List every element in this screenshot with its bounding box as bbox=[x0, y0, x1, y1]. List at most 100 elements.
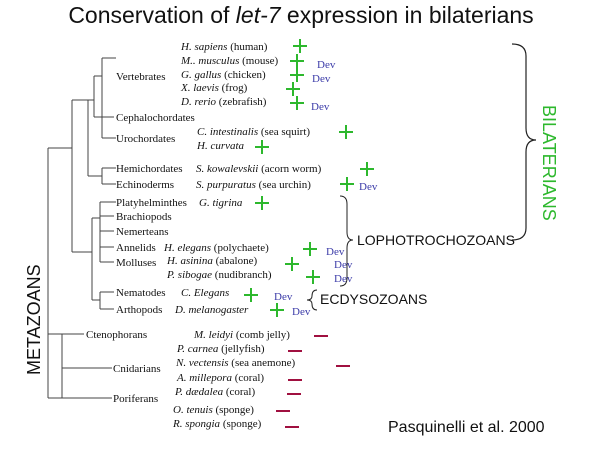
species-name: H. elegans bbox=[163, 242, 211, 254]
expression-present-spur bbox=[340, 177, 354, 191]
species-common-name: (coral) bbox=[232, 372, 264, 384]
species-label-amil: A. millepora (coral) bbox=[176, 372, 264, 384]
expression-present-dmel bbox=[270, 303, 284, 317]
group-nemerteans: Nemerteans bbox=[116, 226, 169, 238]
dev-label-psib: Dev bbox=[334, 273, 353, 285]
species-common-name: (jellyfish) bbox=[218, 343, 264, 355]
species-name: P. carnea bbox=[176, 343, 219, 355]
species-name: D. melanogaster bbox=[174, 304, 249, 316]
clade-brackets bbox=[306, 43, 537, 311]
group-nematodes: Nematodes bbox=[116, 287, 165, 299]
species-name: G. tigrina bbox=[199, 197, 243, 209]
species-name: S. kowalevskii bbox=[196, 163, 258, 175]
dev-label-dmel: Dev bbox=[292, 306, 311, 318]
species-label-mmus: M.. musculus (mouse) bbox=[180, 55, 278, 67]
species-label-hcur: H. curvata bbox=[196, 140, 245, 152]
expression-present-cele bbox=[244, 288, 258, 302]
species-common-name: (sea anemone) bbox=[229, 357, 296, 369]
species-name: R. spongia bbox=[172, 418, 221, 430]
title-suffix: expression in bilaterians bbox=[280, 2, 534, 28]
dev-label-ggal: Dev bbox=[312, 73, 331, 85]
species-name: X. laevis bbox=[180, 82, 219, 94]
lophotrochozoans-bracket bbox=[339, 195, 354, 287]
species-common-name: (zebrafish) bbox=[216, 96, 267, 108]
species-common-name: (human) bbox=[227, 41, 267, 53]
species-label-spur: S. purpuratus (sea urchin) bbox=[196, 179, 311, 191]
species-label-xlae: X. laevis (frog) bbox=[180, 82, 248, 94]
dev-label-spur: Dev bbox=[359, 181, 378, 193]
species-name: H. asinina bbox=[166, 255, 213, 267]
species-common-name: (sponge) bbox=[220, 418, 262, 430]
expression-present-hcur bbox=[255, 140, 269, 154]
expression-present-gtig bbox=[255, 196, 269, 210]
slide-title: Conservation of let-7 expression in bila… bbox=[0, 2, 602, 29]
species-common-name: (acorn worm) bbox=[258, 163, 321, 175]
group-vertebrates: Vertebrates bbox=[116, 71, 165, 83]
dev-label-mmus: Dev bbox=[317, 59, 336, 71]
expression-present-skow bbox=[360, 162, 374, 176]
species-name: P. dædalea bbox=[174, 386, 224, 398]
expression-present-cint bbox=[339, 125, 353, 139]
species-name: P. sibogae bbox=[166, 269, 212, 281]
species-label-mlei: M. leidyi (comb jelly) bbox=[193, 329, 290, 341]
species-label-rspo: R. spongia (sponge) bbox=[172, 418, 262, 430]
ecdysozoans-bracket bbox=[306, 289, 318, 311]
expression-present-xlae bbox=[286, 82, 300, 96]
clade-lophotrochozoans: LOPHOTROCHOZOANS bbox=[357, 232, 515, 248]
expression-present-hele bbox=[303, 242, 317, 256]
species-name: S. purpuratus bbox=[196, 179, 256, 191]
species-label-hele: H. elegans (polychaete) bbox=[163, 242, 269, 254]
species-name: H. sapiens bbox=[180, 41, 227, 53]
species-common-name: (mouse) bbox=[239, 55, 278, 67]
title-gene-name: let-7 bbox=[235, 2, 281, 28]
group-cnidarians: Cnidarians bbox=[113, 363, 161, 375]
species-label-cint: C. intestinalis (sea squirt) bbox=[197, 126, 310, 138]
species-label-dmel: D. melanogaster bbox=[174, 304, 249, 316]
species-label-oten: O. tenuis (sponge) bbox=[173, 404, 254, 416]
dev-label-hasi: Dev bbox=[334, 259, 353, 271]
species-common-name: (polychaete) bbox=[211, 242, 269, 254]
group-labels: Vertebrates Cephalochordates Urochordate… bbox=[86, 71, 195, 405]
clade-metazoans: METAZOANS bbox=[24, 264, 44, 375]
species-name: A. millepora bbox=[176, 372, 232, 384]
group-brachiopods: Brachiopods bbox=[116, 211, 172, 223]
species-name: G. gallus bbox=[181, 69, 221, 81]
group-urochordates: Urochordates bbox=[116, 133, 175, 145]
species-label-gtig: G. tigrina bbox=[199, 197, 243, 209]
species-label-psib: P. sibogae (nudibranch) bbox=[166, 269, 272, 281]
species-common-name: (comb jelly) bbox=[233, 329, 290, 341]
species-label-skow: S. kowalevskii (acorn worm) bbox=[196, 163, 322, 175]
species-name: C. Elegans bbox=[181, 287, 229, 299]
group-cephalochordates: Cephalochordates bbox=[116, 112, 195, 124]
species-name: C. intestinalis bbox=[197, 126, 258, 138]
species-name: N. vectensis bbox=[175, 357, 229, 369]
species-label-drer: D. rerio (zebrafish) bbox=[180, 96, 267, 108]
species-name: H. curvata bbox=[196, 140, 245, 152]
species-common-name: (sea squirt) bbox=[258, 126, 310, 138]
expression-present-psib bbox=[306, 270, 320, 284]
species-common-name: (frog) bbox=[219, 82, 248, 94]
species-name: O. tenuis bbox=[173, 404, 213, 416]
group-poriferans: Poriferans bbox=[113, 393, 158, 405]
species-label-hsap: H. sapiens (human) bbox=[180, 41, 268, 53]
species-label-cele: C. Elegans bbox=[181, 287, 229, 299]
expression-present-mmus bbox=[290, 54, 304, 68]
species-name: D. rerio bbox=[180, 96, 217, 108]
dev-label-hele: Dev bbox=[326, 246, 345, 258]
species-common-name: (sea urchin) bbox=[256, 179, 311, 191]
expression-present-drer bbox=[290, 96, 304, 110]
group-platyhelminthes: Platyhelminthes bbox=[116, 197, 187, 209]
group-ctenophorans: Ctenophorans bbox=[86, 329, 147, 341]
expression-present-ggal bbox=[290, 68, 304, 82]
species-common-name: (sponge) bbox=[213, 404, 255, 416]
species-common-name: (coral) bbox=[223, 386, 255, 398]
species-common-name: (nudibranch) bbox=[212, 269, 272, 281]
species-label-pcar: P. carnea (jellyfish) bbox=[176, 343, 265, 355]
clade-bilaterians: BILATERIANS bbox=[539, 105, 559, 221]
title-prefix: Conservation of bbox=[68, 2, 236, 28]
group-molluscs: Molluses bbox=[116, 257, 156, 269]
citation: Pasquinelli et al. 2000 bbox=[388, 419, 545, 436]
